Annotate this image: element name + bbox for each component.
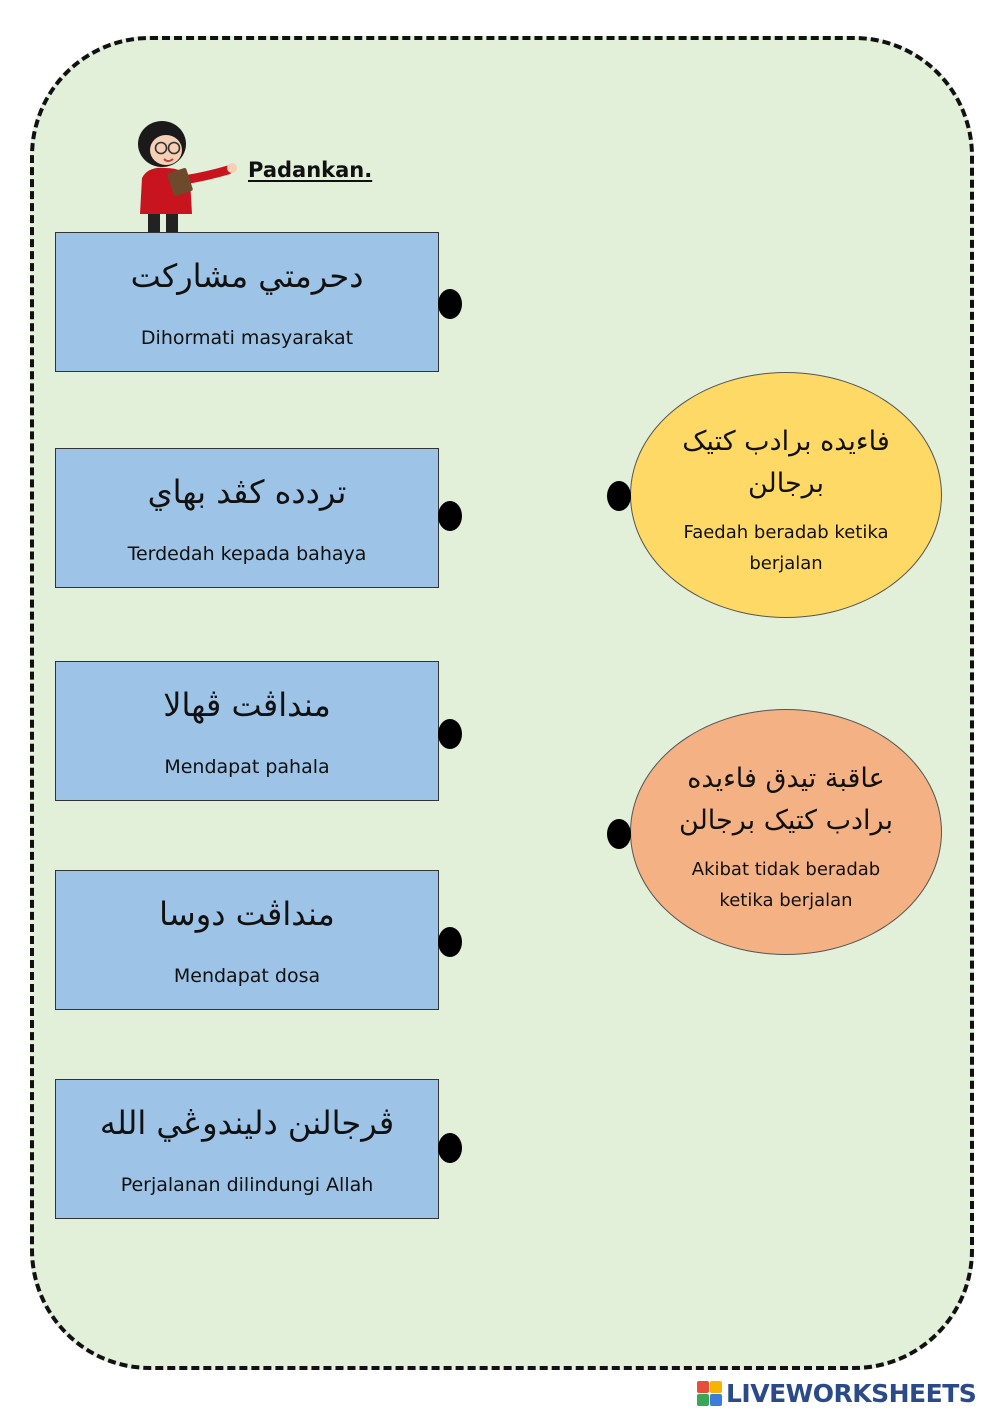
- match-card[interactable]: ڤرجالنن دليندوڠي الله Perjalanan dilindu…: [55, 1079, 439, 1219]
- connector-dot[interactable]: [438, 1133, 462, 1163]
- card-jawi-text: منداڤت ڤهالا: [163, 686, 331, 724]
- connector-dot[interactable]: [438, 927, 462, 957]
- match-card[interactable]: منداڤت ڤهالا Mendapat pahala: [55, 661, 439, 801]
- match-card[interactable]: تردده كڤد بهاي Terdedah kepada bahaya: [55, 448, 439, 588]
- card-jawi-text: تردده كڤد بهاي: [147, 473, 347, 511]
- connector-dot[interactable]: [438, 719, 462, 749]
- card-jawi-text: دحرمتي مشاركت: [130, 257, 364, 295]
- teacher-illustration: [138, 121, 237, 234]
- card-jawi-text: منداڤت دوسا: [159, 895, 335, 933]
- connector-dot[interactable]: [438, 289, 462, 319]
- card-jawi-text: ڤرجالنن دليندوڠي الله: [99, 1104, 395, 1142]
- oval-jawi-text: عاقبة تيدق فاءيده برادب كتيک برجالن: [679, 763, 893, 836]
- card-latin-text: Mendapat pahala: [164, 756, 330, 778]
- oval-latin-text: Akibat tidak beradab ketika berjalan: [691, 859, 881, 911]
- oval-jawi-text: فاءيده برادب كتيک برجالن: [682, 426, 890, 499]
- instruction-title: Padankan.: [248, 158, 373, 182]
- card-latin-text: Mendapat dosa: [173, 965, 321, 987]
- liveworksheets-logo-icon: [697, 1380, 722, 1406]
- category-oval-benefit[interactable]: فاءيده برادب كتيک برجالن Faedah beradab …: [630, 372, 942, 618]
- connector-dot[interactable]: [607, 481, 631, 511]
- match-card[interactable]: دحرمتي مشاركت Dihormati masyarakat: [55, 232, 439, 372]
- brand-name: LIVEWORKSHEETS: [726, 1378, 977, 1408]
- oval-latin-text: Faedah beradab ketika berjalan: [683, 522, 889, 574]
- liveworksheets-brand[interactable]: LIVEWORKSHEETS: [697, 1377, 977, 1409]
- card-latin-text: Perjalanan dilindungi Allah: [120, 1174, 374, 1196]
- category-oval-consequence[interactable]: عاقبة تيدق فاءيده برادب كتيک برجالن Akib…: [630, 709, 942, 955]
- card-latin-text: Terdedah kepada bahaya: [127, 543, 367, 565]
- connector-dot[interactable]: [607, 819, 631, 849]
- card-latin-text: Dihormati masyarakat: [140, 327, 354, 349]
- connector-dot[interactable]: [438, 501, 462, 531]
- match-card[interactable]: منداڤت دوسا Mendapat dosa: [55, 870, 439, 1010]
